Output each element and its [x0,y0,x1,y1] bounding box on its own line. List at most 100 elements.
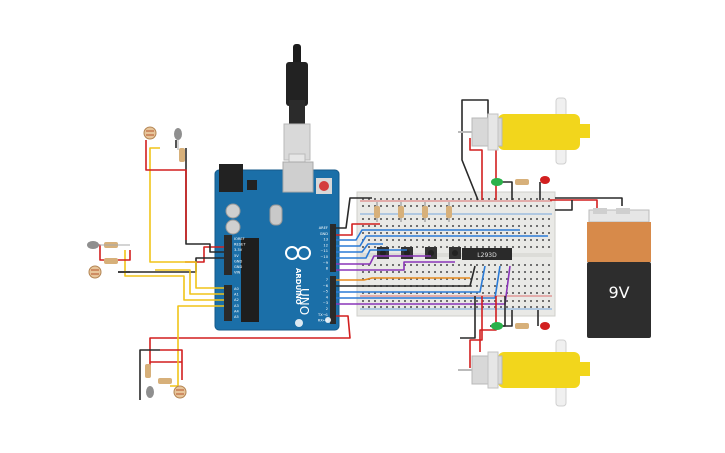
breadboard-hole [494,246,496,248]
pin-label: 4 [326,295,329,299]
breadboard-hole [518,278,520,280]
breadboard-hole [428,278,430,280]
pushbutton-3[interactable] [428,250,434,256]
breadboard-hole [488,198,490,200]
breadboard-hole [488,306,490,308]
breadboard-hole [428,232,430,234]
breadboard-hole [422,306,424,308]
breadboard-hole [464,306,466,308]
breadboard-hole [434,278,436,280]
breadboard-hole [422,239,424,241]
pin-label: IOREF [234,237,245,241]
breadboard-hole [518,300,520,302]
breadboard-hole [410,205,412,207]
breadboard-hole [476,271,478,273]
breadboard-hole [428,264,430,266]
breadboard-hole [488,225,490,227]
breadboard-hole [500,300,502,302]
breadboard-hole [518,264,520,266]
breadboard-hole [392,246,394,248]
breadboard-hole [428,225,430,227]
breadboard-hole [416,225,418,227]
breadboard-hole [374,205,376,207]
red-led-bottom [540,322,550,330]
breadboard-hole [470,239,472,241]
breadboard-hole [482,239,484,241]
breadboard-hole [440,292,442,294]
breadboard-hole [500,278,502,280]
breadboard-hole [530,271,532,273]
breadboard-hole [470,292,472,294]
breadboard-hole [542,225,544,227]
pin-label: 13 [323,238,328,242]
breadboard-hole [536,271,538,273]
breadboard-hole [434,198,436,200]
breadboard-hole [500,246,502,248]
breadboard-hole [404,198,406,200]
breadboard-hole [524,271,526,273]
pin-label: ~5 [323,290,328,294]
breadboard-hole [386,306,388,308]
breadboard-hole [536,306,538,308]
breadboard-hole [398,218,400,220]
breadboard-hole [452,271,454,273]
breadboard-hole [536,218,538,220]
breadboard-hole [446,225,448,227]
breadboard-hole [374,300,376,302]
breadboard-hole [440,271,442,273]
breadboard-hole [482,292,484,294]
breadboard-hole [536,232,538,234]
breadboard-hole [392,278,394,280]
breadboard-hole [398,205,400,207]
breadboard-hole [542,205,544,207]
breadboard-hole [458,271,460,273]
breadboard-hole [500,198,502,200]
breadboard-hole [494,285,496,287]
breadboard-hole [374,292,376,294]
breadboard-hole [482,306,484,308]
breadboard-hole [536,292,538,294]
breadboard-hole [524,285,526,287]
breadboard-hole [398,264,400,266]
pushbutton-1[interactable] [380,250,386,256]
breadboard-hole [440,198,442,200]
breadboard-hole [428,292,430,294]
resistor-middle-left-2 [104,258,118,264]
breadboard-hole [458,239,460,241]
breadboard-hole [422,264,424,266]
breadboard-hole [440,205,442,207]
breadboard-hole [380,278,382,280]
breadboard-hole [500,285,502,287]
breadboard-hole [512,218,514,220]
breadboard-hole [434,264,436,266]
reset-button[interactable] [319,181,329,191]
breadboard-hole [536,198,538,200]
breadboard-hole [428,198,430,200]
pushbutton-4[interactable] [452,250,458,256]
green-led-bottom [491,322,503,330]
breadboard-hole [392,218,394,220]
breadboard-hole [470,198,472,200]
breadboard-hole [398,306,400,308]
breadboard-hole [452,300,454,302]
breadboard-hole [362,232,364,234]
breadboard-hole [494,225,496,227]
atmega-chip [241,238,259,322]
breadboard-hole [458,278,460,280]
pin-label: GND [234,265,242,269]
breadboard-hole [512,225,514,227]
breadboard-hole [464,232,466,234]
breadboard-hole [518,198,520,200]
breadboard-hole [380,239,382,241]
breadboard-hole [548,232,550,234]
pin-label: A0 [234,287,239,291]
breadboard-hole [368,246,370,248]
breadboard-hole [446,264,448,266]
chip-label: L293D [477,252,497,259]
breadboard-hole [494,205,496,207]
pushbutton-2[interactable] [404,250,410,256]
breadboard-hole [398,300,400,302]
breadboard-hole [542,285,544,287]
breadboard-hole [518,306,520,308]
breadboard-hole [368,198,370,200]
